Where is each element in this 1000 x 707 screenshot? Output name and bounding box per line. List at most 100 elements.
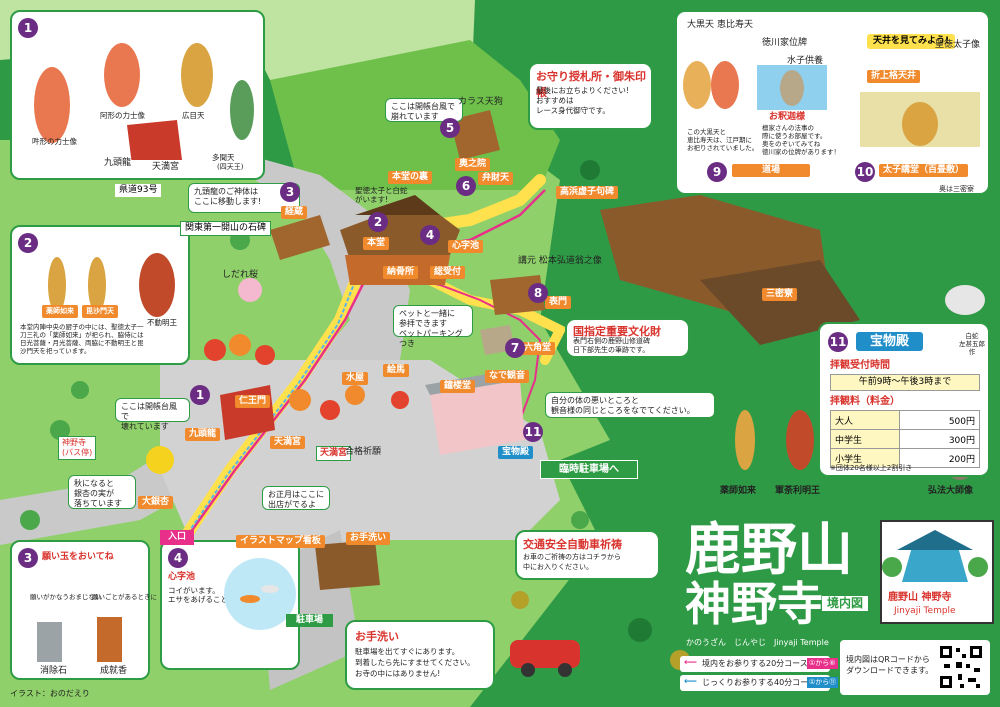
dojo-illustration [683, 61, 827, 110]
qr-block: 境内図はQRコードから ダウンロードできます。 [840, 640, 990, 695]
label-jojuko: 成就香 [100, 666, 128, 676]
temple-stamp: 鹿野山 神野寺 Jinyaji Temple [880, 520, 994, 624]
panel-number: 3 [18, 548, 38, 568]
map-label-bus-stop: 神野寺 (バス停) [58, 436, 97, 460]
panel-number-9: 9 [707, 162, 727, 182]
callout-damage-top: ここは開帳台風で 崩れています [385, 98, 463, 122]
label-yakushi: 薬師如来 [42, 305, 78, 318]
fee-category: 中学生 [830, 429, 900, 449]
kotsu-title: 交通安全自動車祈祷 [523, 538, 622, 551]
buddha-statues-illustration [48, 253, 175, 317]
hours-title: 拝観受付時間 [830, 360, 890, 371]
map-label-kendo: 県道93号 [115, 184, 162, 197]
map-label-goukaku: 合格祈願 [345, 447, 382, 457]
map-label-nade-kannon: なで観音 [485, 370, 530, 383]
panel-1-guardians: 1 阿形の力士像 広目天 吽形の力士像 多聞天 九頭龍 天満宮 (四天王) [10, 10, 265, 180]
otearai-building [315, 540, 380, 590]
kyozo-building [270, 215, 330, 260]
map-number-5: 5 [440, 118, 460, 138]
label-agyo: 阿形の力士像 [100, 111, 145, 120]
label-kuzuryu: 九頭龍 [104, 158, 132, 168]
illustrator-credit: イラスト：おのだえり [10, 689, 90, 698]
title-tag: 境内図 [822, 596, 869, 611]
map-label-otearai: お手洗い [346, 532, 391, 545]
fee-note: ※団体20名様以上2割引き [830, 464, 913, 472]
legend-40min: ⟵ じっくりお参りする40分コース ①から⑪ [680, 675, 839, 691]
otearai-text: 駐車場を出てすぐにあります。 到着したら先にすませてください。 お寺の中にはあり… [355, 647, 475, 678]
callout-omamori: お守り授札所・御朱印帳 最後にお立ちよりください! おすすめは レース身代御守で… [528, 62, 653, 130]
map-number-2: 2 [368, 212, 388, 232]
label-fudo: 不動明王 [147, 318, 177, 327]
map-label-sanmitsu: 三密寮 [762, 288, 798, 301]
map-label-kanto: 関東第一開山の石碑 [180, 221, 272, 236]
map-label-iriguchi: 入口 [160, 530, 195, 545]
kotsu-text: お車のご祈祷の方はコチラから 中にお入りください。 [523, 553, 621, 571]
callout-kondo: 聖徳太子と白蛇 がいます! [355, 186, 408, 204]
panel-9-title: 道場 [732, 164, 811, 177]
panel-number: 2 [18, 233, 38, 253]
map-number-3: 3 [280, 182, 300, 202]
red-car-illustration [510, 640, 580, 677]
rinji-chushajo-sign: 臨時駐車場へ [540, 460, 638, 479]
map-label-kyozo: 経蔵 [281, 206, 308, 219]
qr-text: 境内図はQRコードから ダウンロードできます。 [846, 655, 934, 675]
wish-stone-illustration [37, 617, 122, 662]
map-label-karasu: カラス天狗 [458, 97, 503, 107]
title-main: 鹿野山 [685, 517, 853, 583]
legend-20min-tag: ①から⑥ [807, 658, 838, 669]
callout-pet: ペットと一緒に 参拝できます ペットパーキングつき [393, 305, 473, 348]
panel-3-wish-stone: 3 願い玉をおいてね 願いがかなうおまじない 願いごとがあるときに 消除石 成就… [10, 540, 157, 680]
map-number-6: 6 [456, 176, 476, 196]
legend-20min: ⟵ 境内をお参りする20分コース ①から⑥ [680, 656, 838, 672]
panel-9-text2: 檀家さんの法事の 際に使うお部屋です。 奥をのぞいてみてね 徳川家の位牌がありま… [762, 124, 840, 156]
map-number-4: 4 [420, 225, 440, 245]
qr-code-icon[interactable] [938, 644, 984, 690]
legend-40min-tag: ①から⑪ [807, 677, 839, 688]
map-label-shidarezakura: しだれ桜 [222, 270, 259, 280]
panel-9-10-dojo-kodo: 大黒天 恵比寿天 徳川家位牌 水子供養 お釈迦様 この大黒天と 恵比寿天は、江戸… [675, 10, 990, 195]
callout-nade-kannon: 自分の体の悪いところと 観音様の同じところをなでてください。 [545, 392, 715, 418]
panel-2-text: 本堂内陣中央の厨子の中には、聖徳太子一刀三礼の「薬師如来」が祀られ、脇侍には日光… [20, 323, 144, 355]
panel-11-homotsuden: 11 宝物殿 白蛇 左甚五郎作 拝観受付時間 午前9時～午後3時まで 拝観料（料… [818, 322, 990, 477]
callout-ginkgo: 秋になると 銀杏の実が 落ちています [68, 475, 136, 509]
label-shojoseki: 消除石 [40, 666, 68, 676]
map-label-niomon: 仁王門 [235, 395, 271, 408]
juyo-title: 国指定重要文化財 [573, 325, 661, 338]
map-label-nokotsu: 納骨所 [383, 266, 419, 279]
label-omajinai: 願いがかなうおまじない [30, 593, 102, 601]
label-tamonten: 多聞天 [212, 153, 235, 162]
map-number-1: 1 [190, 385, 210, 405]
hours-value: 午前9時～午後3時まで [830, 374, 980, 391]
map-label-gundari: 軍荼利明王 [775, 486, 821, 496]
map-label-shinjiike: 心字池 [448, 240, 484, 253]
map-number-11: 11 [523, 422, 543, 442]
fee-category: 大人 [830, 410, 900, 430]
callout-juyo: 国指定重要文化財 表門右側の鹿野山修道碑 日下部先生の筆跡です。 [565, 318, 690, 358]
panel-10-title: 太子講堂（百畳敷） [879, 164, 969, 177]
fee-amount: 500円 [899, 410, 980, 430]
map-label-tenmangu: 天満宮 [270, 436, 306, 449]
statue-illustrations [735, 285, 985, 480]
otearai-title: お手洗い [355, 630, 399, 643]
panel-number-10: 10 [855, 162, 875, 182]
panel-number: 4 [168, 548, 188, 568]
panel-10-note: 奥は三密寮 [939, 185, 974, 193]
map-label-rokkaku: 六角堂 [520, 342, 556, 355]
panel-9-text1: この大黒天と 恵比寿天は、江戸期に お祀りされていました。 [687, 128, 759, 152]
label-mizuko: 水子供養 [787, 56, 824, 66]
map-label-matsumoto: 講元 松本弘道翁之像 [518, 256, 602, 266]
legend-arrow-blue: ⟵ [684, 677, 697, 687]
omamori-title: お守り授札所・御朱印帳 [536, 70, 646, 99]
map-label-tenmangu-2: 天満宮 [316, 446, 352, 461]
label-ebisu: 恵比寿天 [717, 20, 754, 30]
map-label-benzaiten: 弁財天 [478, 172, 514, 185]
map-label-chushajo: 駐車場 [286, 614, 334, 627]
legend-arrow-pink: ⟵ [684, 658, 697, 668]
legend-20min-text: 境内をお参りする20分コース [702, 659, 808, 668]
fee-amount: 300円 [899, 429, 980, 449]
map-label-goshuin: 総受付 [430, 266, 466, 279]
fee-category: 小学生 [830, 448, 900, 468]
callout-otearai: お手洗い 駐車場を出てすぐにあります。 到着したら先にすませてください。 お寺の… [345, 620, 495, 690]
label-komokuten: 広目天 [182, 111, 205, 120]
